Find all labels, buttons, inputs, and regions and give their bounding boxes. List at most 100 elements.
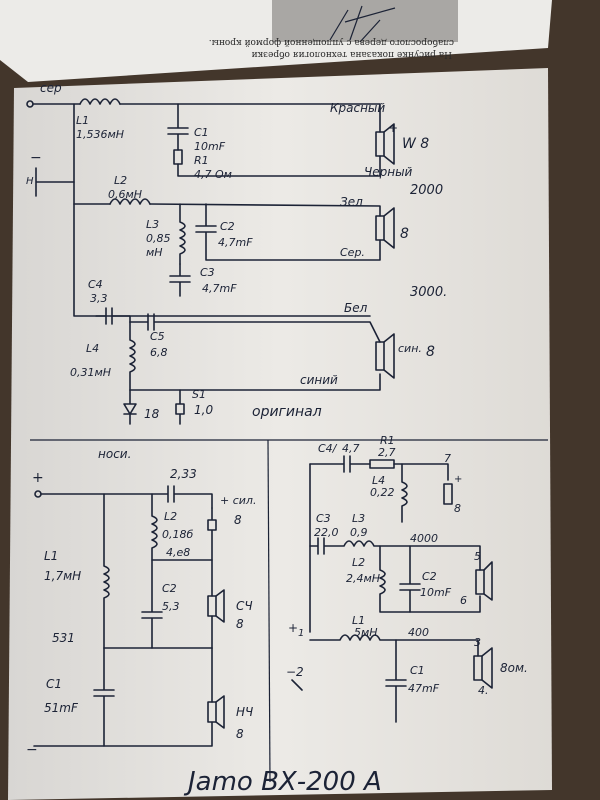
lr-t-tw: 7 bbox=[444, 452, 451, 465]
woofer-top-wire bbox=[119, 103, 381, 133]
lr-r1-value: 2,7 bbox=[378, 446, 396, 459]
c3-label: C3 bbox=[200, 266, 215, 279]
upper-schematic: сер L1 1,536мН C1 10mF R1 4,7 Ом Красный… bbox=[26, 81, 447, 425]
ll-bottom-wire bbox=[33, 721, 213, 747]
capacitor-c5 bbox=[129, 313, 381, 343]
ll-woofer-label: НЧ bbox=[236, 705, 253, 719]
woofer-speaker-label: W 8 bbox=[402, 136, 429, 152]
lr-mid-cone-icon bbox=[483, 561, 493, 601]
lr-mid-speaker-icon bbox=[475, 569, 485, 595]
tweeter-speaker-icon bbox=[375, 341, 385, 371]
lr-l3-label: L3 bbox=[352, 512, 365, 525]
lr-t-low: 3 bbox=[474, 636, 481, 649]
left-bus bbox=[73, 103, 371, 317]
ll-c2-value: 5,3 bbox=[162, 600, 180, 613]
woofer-cone-icon bbox=[383, 123, 395, 165]
c3-value: 4,7mF bbox=[202, 282, 237, 295]
ll-inductor-l2 bbox=[151, 493, 213, 561]
input-terminal-label: сер bbox=[40, 81, 62, 95]
lr-c3-value: 22,0 bbox=[314, 526, 339, 539]
ll-c2-label: C2 bbox=[162, 582, 177, 595]
lr-plus-in: + bbox=[288, 621, 298, 635]
lr-l2-label: L2 bbox=[352, 556, 365, 569]
l3-value1: 0,85 bbox=[146, 232, 171, 245]
inductor-l2 bbox=[109, 198, 151, 205]
caption-line-2: слаборослого дерева с уплощенной формой … bbox=[209, 37, 454, 48]
lower-left-header: носи. bbox=[98, 447, 131, 461]
lr-l4-label: L4 bbox=[372, 474, 385, 487]
lr-c3-label: С3 bbox=[316, 512, 331, 525]
l1-label: L1 bbox=[76, 114, 89, 127]
l1-value: 1,536мН bbox=[76, 128, 124, 141]
c5-value: 6,8 bbox=[150, 346, 168, 359]
caption-line-1: На рисунке показана технология обрезки bbox=[251, 49, 452, 60]
inductor-l4 bbox=[129, 321, 136, 391]
r1-value: 4,7 Ом bbox=[194, 168, 232, 181]
l2-label: L2 bbox=[114, 174, 127, 187]
lr-mid-top-wire bbox=[309, 537, 481, 571]
capacitor-c1 bbox=[167, 103, 189, 151]
c1-label: C1 bbox=[194, 126, 209, 139]
lr-c2-label: С2 bbox=[422, 570, 437, 583]
mid-crossover: 2000 bbox=[410, 183, 443, 198]
tweeter-wire-minus: синий bbox=[300, 373, 338, 387]
l4-label: L4 bbox=[86, 342, 99, 355]
ll-mid-label: СЧ bbox=[236, 599, 253, 613]
ll-c1-value: 51mF bbox=[44, 701, 79, 715]
lr-tw-top-wire bbox=[393, 463, 449, 481]
lower-left-schematic: носи. + 2,33 L1 1,7мН 531 L2 0,18б 4,е8 … bbox=[26, 447, 256, 758]
l3-label: L3 bbox=[146, 218, 159, 231]
mid-speaker-label: 8 bbox=[400, 226, 409, 242]
ll-plus-input: + bbox=[32, 470, 44, 486]
c2-value: 4,7mF bbox=[218, 236, 253, 249]
ll-freq: 531 bbox=[52, 631, 75, 645]
notebook-sheet bbox=[8, 68, 552, 800]
lr-l4-value: 0,22 bbox=[370, 486, 395, 499]
lr-low-cone-icon bbox=[481, 647, 493, 689]
ll-minus-input: − bbox=[26, 742, 38, 758]
ll-c1-label: C1 bbox=[46, 677, 62, 691]
lr-t-tw-imp: 8 bbox=[454, 502, 461, 515]
c2-label: C2 bbox=[220, 220, 235, 233]
ll-tweeter-imp: 8 bbox=[234, 513, 242, 527]
lr-f-low: 400 bbox=[408, 626, 429, 639]
capacitor-c2 bbox=[195, 203, 381, 261]
ll-l2-value1: 0,18б bbox=[162, 528, 193, 541]
lr-minus-in: −2 bbox=[286, 665, 304, 679]
minus-marker: Н bbox=[26, 176, 34, 187]
tree-photo bbox=[272, 0, 458, 42]
mid-cone-icon bbox=[383, 207, 395, 249]
ll-mid-imp: 8 bbox=[236, 617, 244, 631]
mid-speaker-icon bbox=[375, 215, 385, 241]
lower-right-schematic: С4/ 4,7 R1 2,7 7 L4 0,22 + 8 С3 22,0 L3 … bbox=[286, 434, 528, 723]
lr-c1-value: 47mF bbox=[408, 682, 440, 695]
tweeter-cone-icon bbox=[383, 333, 395, 379]
lr-capacitor-c2 bbox=[399, 545, 421, 613]
l2-value: 0,6мН bbox=[108, 188, 142, 201]
minus-wire bbox=[35, 167, 75, 197]
lr-r1-label: R1 bbox=[380, 434, 395, 447]
ll-inductor-l1 bbox=[103, 493, 110, 649]
tweeter-wire-plus: Бел bbox=[344, 301, 368, 315]
lr-c4-value: 4,7 bbox=[342, 442, 360, 455]
lr-l1-label: L1 bbox=[352, 614, 365, 627]
ll-l2-label: L2 bbox=[164, 510, 177, 523]
ll-l1-value: 1,7мН bbox=[44, 569, 81, 583]
original-note: оригинал bbox=[252, 404, 322, 420]
s1-label: S1 bbox=[192, 388, 206, 401]
ll-tweeter-wire bbox=[207, 507, 217, 597]
s1-element bbox=[175, 389, 185, 425]
ll-c-top: 2,33 bbox=[170, 467, 197, 481]
lr-c2-value: 10mF bbox=[420, 586, 452, 599]
lr-l2-value: 2,4мН bbox=[346, 572, 380, 585]
lr-minus-mark bbox=[291, 679, 303, 691]
r1-label: R1 bbox=[194, 154, 209, 167]
section-divider-vertical bbox=[267, 439, 271, 783]
c4-label: C4 bbox=[88, 278, 103, 291]
lr-t-low-imp: 8ом. bbox=[500, 661, 528, 675]
mid-wire-minus: Сер. bbox=[340, 246, 365, 259]
lr-c1-label: С1 bbox=[410, 664, 425, 677]
lr-low-top-wire bbox=[309, 634, 479, 657]
capacitor-c4 bbox=[95, 307, 131, 325]
